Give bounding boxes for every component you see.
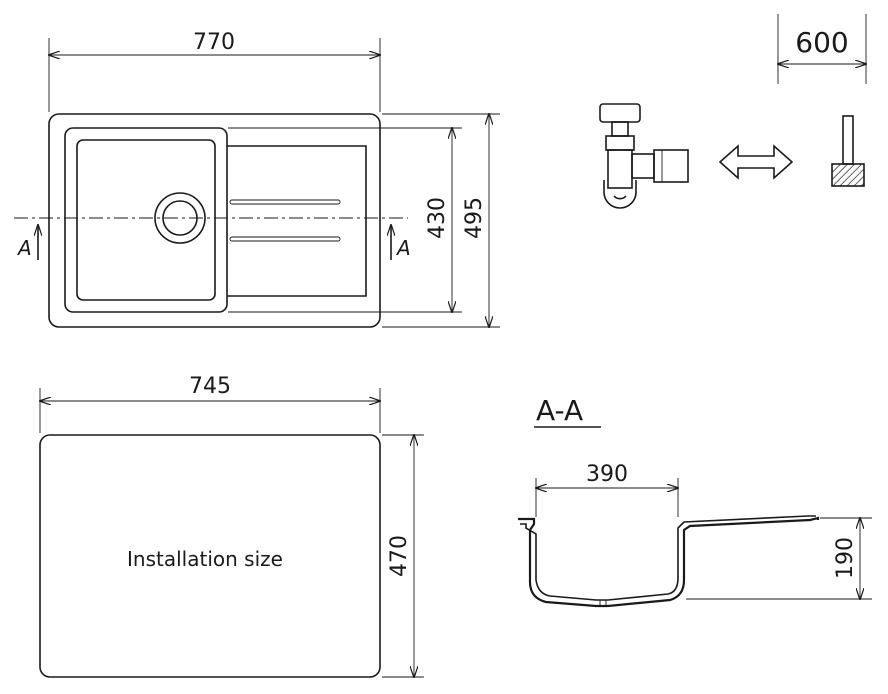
drain-groove-top: [229, 199, 341, 205]
dim-bowl-depth-text: 190: [833, 537, 858, 579]
drain-outer: [154, 192, 206, 244]
dim-install-width-text: 745: [189, 374, 231, 399]
section-marker-right: A: [391, 225, 411, 260]
bowl-inner: [76, 139, 216, 301]
dim-bowl-depth: 190: [686, 518, 872, 599]
dim-top-width: 770: [49, 30, 380, 112]
dim-install-height: 470: [382, 435, 424, 677]
section-title: A-A: [536, 394, 583, 427]
installation-cutout: Installation size: [39, 434, 381, 678]
cutout-outline: [39, 434, 381, 678]
dim-outer-height: 495: [382, 114, 500, 327]
dim-outer-height-text: 495: [462, 197, 487, 239]
sink-top-view: [14, 113, 408, 328]
siphon-icon: [599, 103, 689, 209]
drainboard-outline: [227, 145, 367, 297]
section-label-left: A: [16, 236, 32, 260]
section-marker-left: A: [16, 225, 38, 260]
double-arrow-icon: [718, 144, 794, 180]
dim-install-width: 745: [40, 374, 380, 433]
dim-bowl-width: 390: [536, 462, 678, 517]
section-a-a: A-A: [518, 394, 820, 608]
dim-inner-height-text: 430: [425, 197, 450, 239]
sink-outline: [48, 113, 381, 328]
faucet-post-icon: [831, 115, 865, 187]
dim-inner-height: 430: [228, 128, 462, 312]
bowl-outer: [64, 127, 228, 313]
sink-profile-outer: [518, 516, 820, 608]
dim-top-width-text: 770: [193, 30, 235, 55]
drain-groove-bottom: [229, 236, 341, 242]
installation-label: Installation size: [127, 547, 283, 571]
dim-install-height-text: 470: [387, 535, 412, 577]
dim-faucet-hole-text: 600: [795, 26, 848, 59]
dim-faucet-hole: 600: [778, 14, 866, 84]
dim-bowl-width-text: 390: [586, 462, 628, 487]
hatched-base: [831, 163, 865, 187]
sink-profile-inner: [520, 515, 816, 601]
section-label-right: A: [395, 236, 411, 260]
